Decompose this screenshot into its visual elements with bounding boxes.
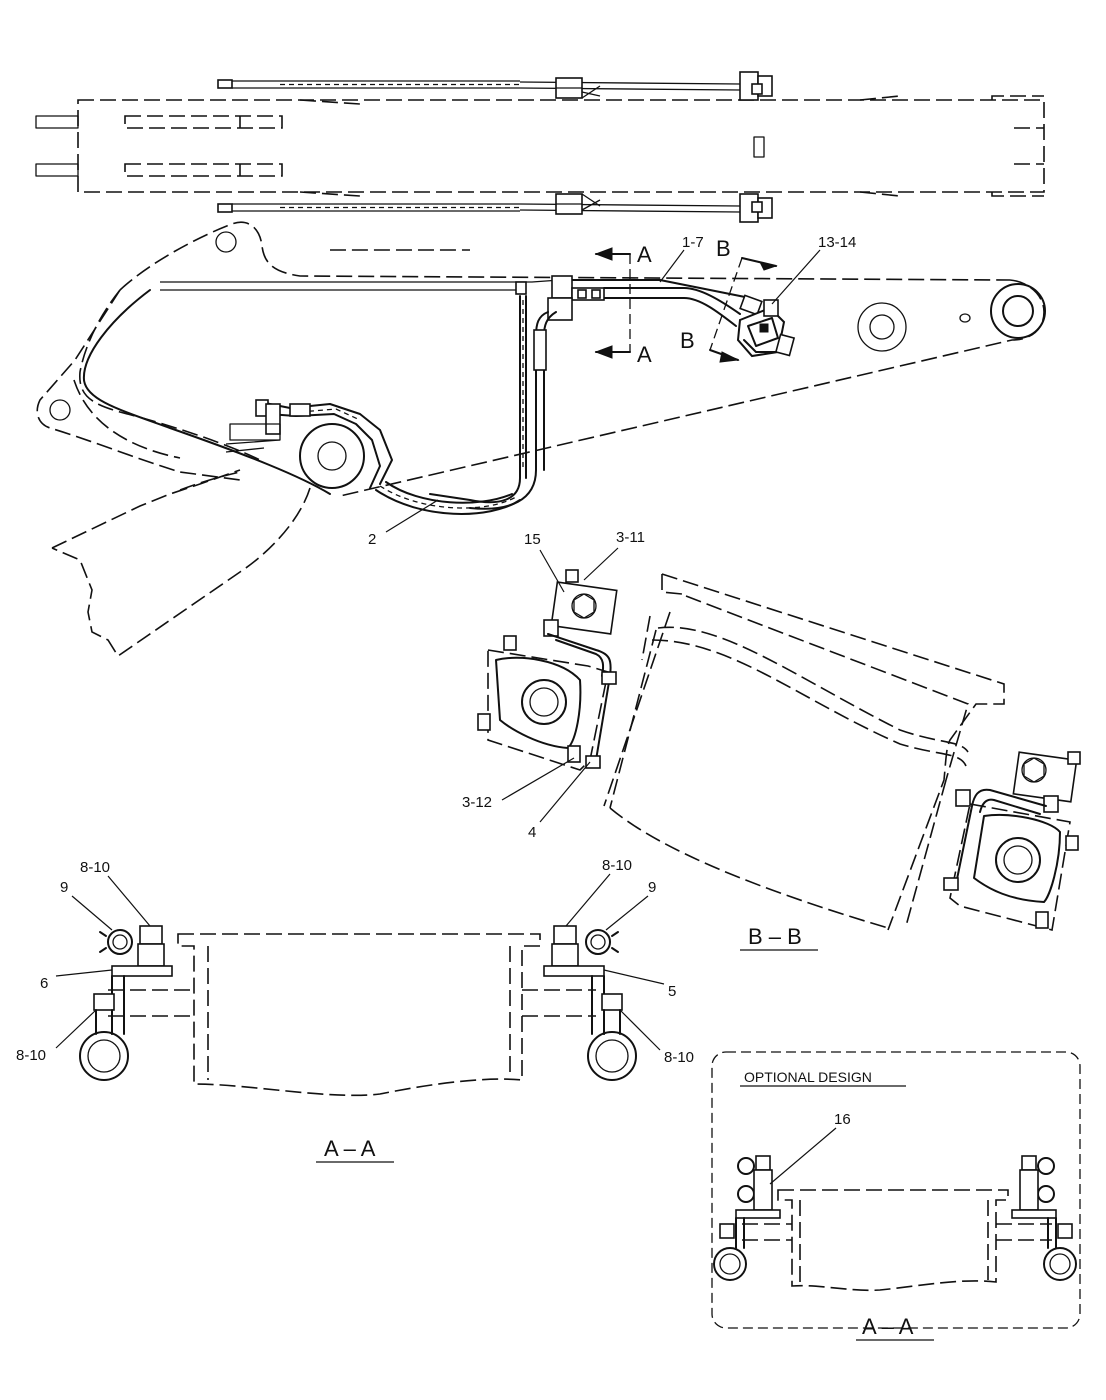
section-title-aa-optional: A – A — [862, 1314, 914, 1339]
section-line-a: A A — [594, 242, 652, 367]
boom-plan-view — [35, 71, 1045, 223]
section-mark-a-bottom: A — [637, 342, 652, 367]
section-title-bb: B – B — [748, 924, 802, 949]
boom-side-view: A A B B 1-7 13-14 2 — [36, 221, 1046, 658]
section-bb-view: 15 3-11 3-12 4 B – B — [462, 529, 1081, 951]
callout-3-11: 3-11 — [616, 529, 645, 546]
callout-8-10-top-right: 8-10 — [602, 857, 632, 874]
section-mark-b-top: B — [716, 236, 731, 261]
callout-9-left: 9 — [60, 879, 68, 896]
callout-8-10-bottom-right: 8-10 — [664, 1049, 694, 1066]
callout-8-10-bottom-left: 8-10 — [16, 1047, 46, 1064]
optional-design-label: OPTIONAL DESIGN — [744, 1069, 872, 1085]
callout-1-7: 1-7 — [682, 234, 704, 251]
section-title-aa: A – A — [324, 1136, 376, 1161]
callout-16: 16 — [834, 1111, 851, 1128]
section-mark-b-bottom: B — [680, 328, 695, 353]
callout-9-right: 9 — [648, 879, 656, 896]
callout-4: 4 — [528, 824, 536, 841]
section-aa-view: 8-10 9 6 8-10 8-10 9 5 8-10 A – A — [16, 857, 694, 1163]
callout-8-10-top-left: 8-10 — [80, 859, 110, 876]
section-line-b: B B — [680, 236, 778, 363]
optional-design-panel: OPTIONAL DESIGN 16 A – A — [711, 1051, 1081, 1341]
upper-hose-line — [217, 71, 773, 101]
callout-5: 5 — [668, 983, 676, 1000]
callout-15: 15 — [524, 531, 541, 548]
callout-6: 6 — [40, 975, 48, 992]
valve-block — [736, 294, 796, 358]
lower-hose-line — [217, 193, 773, 223]
callout-2: 2 — [368, 531, 376, 548]
section-mark-a-top: A — [637, 242, 652, 267]
callout-3-12: 3-12 — [462, 794, 492, 811]
callout-13-14: 13-14 — [818, 234, 856, 251]
